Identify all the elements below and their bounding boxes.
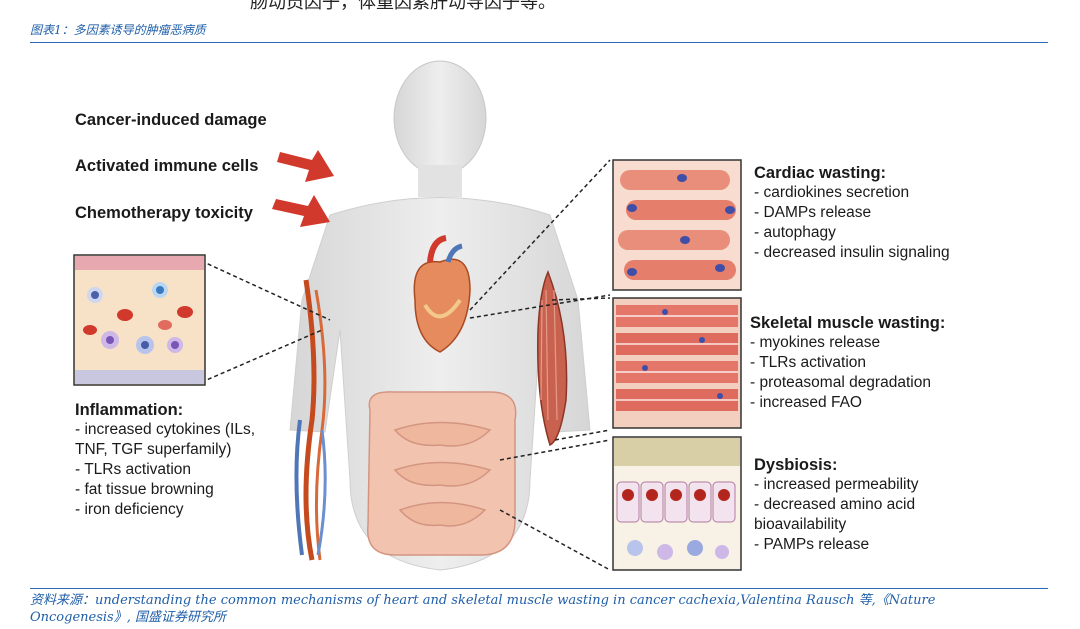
dysbiosis-item: bioavailability — [754, 516, 847, 533]
arm-vessels — [294, 279, 327, 561]
cause-label-chemo: Chemotherapy toxicity — [75, 204, 253, 222]
inflammation-item: - TLRs activation — [75, 461, 192, 478]
skeletal-inset — [612, 297, 742, 429]
cardiac-panel: Cardiac wasting: - cardiokines secretion… — [754, 163, 950, 263]
cardiac-item: - DAMPs release — [754, 204, 872, 221]
dysbiosis-item: - decreased amino acid — [754, 496, 916, 513]
heart-illustration — [413, 235, 471, 353]
cardiac-item: - decreased insulin signaling — [754, 244, 950, 261]
figure-caption: 图表1：多因素诱导的肿瘤恶病质 — [30, 23, 206, 37]
muscle-illustration — [537, 270, 568, 447]
cardiac-item: - cardiokines secretion — [754, 184, 910, 201]
skeletal-panel: Skeletal muscle wasting: - myokines rele… — [750, 313, 945, 413]
inflammation-item: - iron deficiency — [75, 501, 184, 518]
skeletal-item: - myokines release — [750, 334, 881, 351]
top-divider — [30, 42, 1048, 43]
cardiac-title: Cardiac wasting: — [754, 164, 887, 182]
cause-label-immune: Activated immune cells — [75, 157, 259, 175]
inflammation-item: - increased cytokines (ILs, — [75, 421, 256, 438]
connector-lines — [194, 159, 611, 571]
dysbiosis-panel: Dysbiosis: - increased permeability - de… — [754, 455, 919, 555]
inflammation-title: Inflammation: — [75, 401, 184, 419]
skeletal-item: - TLRs activation — [750, 354, 867, 371]
source-note: 资料来源：understanding the common mechanisms… — [30, 593, 936, 625]
inflammation-item: - fat tissue browning — [75, 481, 214, 498]
skeletal-title: Skeletal muscle wasting: — [750, 314, 946, 332]
intestine-illustration — [367, 391, 517, 556]
blood-inset — [73, 254, 206, 386]
dysbiosis-item: - PAMPs release — [754, 536, 870, 553]
skeletal-item: - increased FAO — [750, 394, 862, 411]
cause-label-damage: Cancer-induced damage — [75, 111, 267, 129]
cardiac-inset — [612, 159, 742, 291]
inflammation-item: TNF, TGF superfamily) — [75, 441, 232, 458]
skeletal-item: - proteasomal degradation — [750, 374, 931, 391]
dysbiosis-inset — [612, 436, 742, 571]
cardiac-item: - autophagy — [754, 224, 836, 241]
dysbiosis-title: Dysbiosis: — [754, 456, 838, 474]
bottom-divider — [30, 588, 1048, 589]
dysbiosis-item: - increased permeability — [754, 476, 919, 493]
cause-arrows — [272, 150, 334, 227]
inflammation-panel: Inflammation: - increased cytokines (ILs… — [75, 400, 255, 520]
top-text-fragment: 肠动员因子，体重因素肝动导因子等。 — [250, 0, 556, 13]
